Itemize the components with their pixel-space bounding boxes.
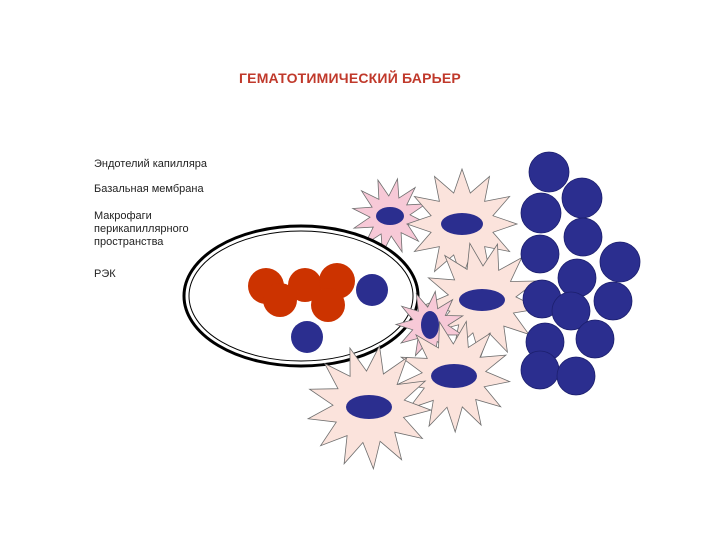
- lymphocyte: [291, 321, 323, 353]
- legend-item-rek: РЭК: [94, 268, 116, 280]
- thymocyte: [520, 192, 562, 234]
- thymocyte: [599, 241, 641, 283]
- cell-nucleus: [376, 207, 404, 225]
- reticuloepithelial-cell: [422, 242, 541, 360]
- legend-item-basement-membrane: Базальная мембрана: [94, 183, 204, 195]
- thymocyte: [563, 217, 603, 257]
- reticuloepithelial-cell: [397, 320, 512, 434]
- cell-nucleus: [431, 364, 477, 388]
- thymocyte: [556, 356, 596, 396]
- cell-nucleus: [441, 213, 483, 235]
- legend-item-endothelium: Эндотелий капилляра: [94, 158, 208, 170]
- thymocyte: [557, 258, 597, 298]
- reticuloepithelial-cell: [351, 177, 429, 255]
- lymphocyte: [356, 274, 388, 306]
- cell-nucleus: [459, 289, 505, 311]
- thymocyte: [520, 234, 560, 274]
- erythrocyte: [263, 283, 297, 317]
- reticuloepithelial-cells-back: [351, 167, 541, 360]
- thymocyte: [528, 151, 570, 193]
- legend-item-macrophages: Макрофаги перикапиллярного пространства: [94, 210, 189, 248]
- reticuloepithelial-cells-front: [306, 290, 512, 471]
- erythrocyte: [288, 268, 322, 302]
- capillary: [182, 224, 420, 368]
- reticuloepithelial-cell: [306, 344, 433, 471]
- thymocyte: [520, 350, 560, 390]
- thymocyte: [561, 177, 603, 219]
- thymocyte: [575, 319, 615, 359]
- thymocytes-cluster: [520, 151, 641, 396]
- reticuloepithelial-cell: [405, 167, 519, 281]
- cell-nucleus: [346, 395, 392, 419]
- cell-nucleus: [421, 311, 439, 339]
- diagram-title: ГЕМАТОТИМИЧЕСКИЙ БАРЬЕР: [239, 70, 461, 86]
- thymocyte: [593, 281, 633, 321]
- erythrocyte: [311, 288, 345, 322]
- thymocyte: [551, 291, 591, 331]
